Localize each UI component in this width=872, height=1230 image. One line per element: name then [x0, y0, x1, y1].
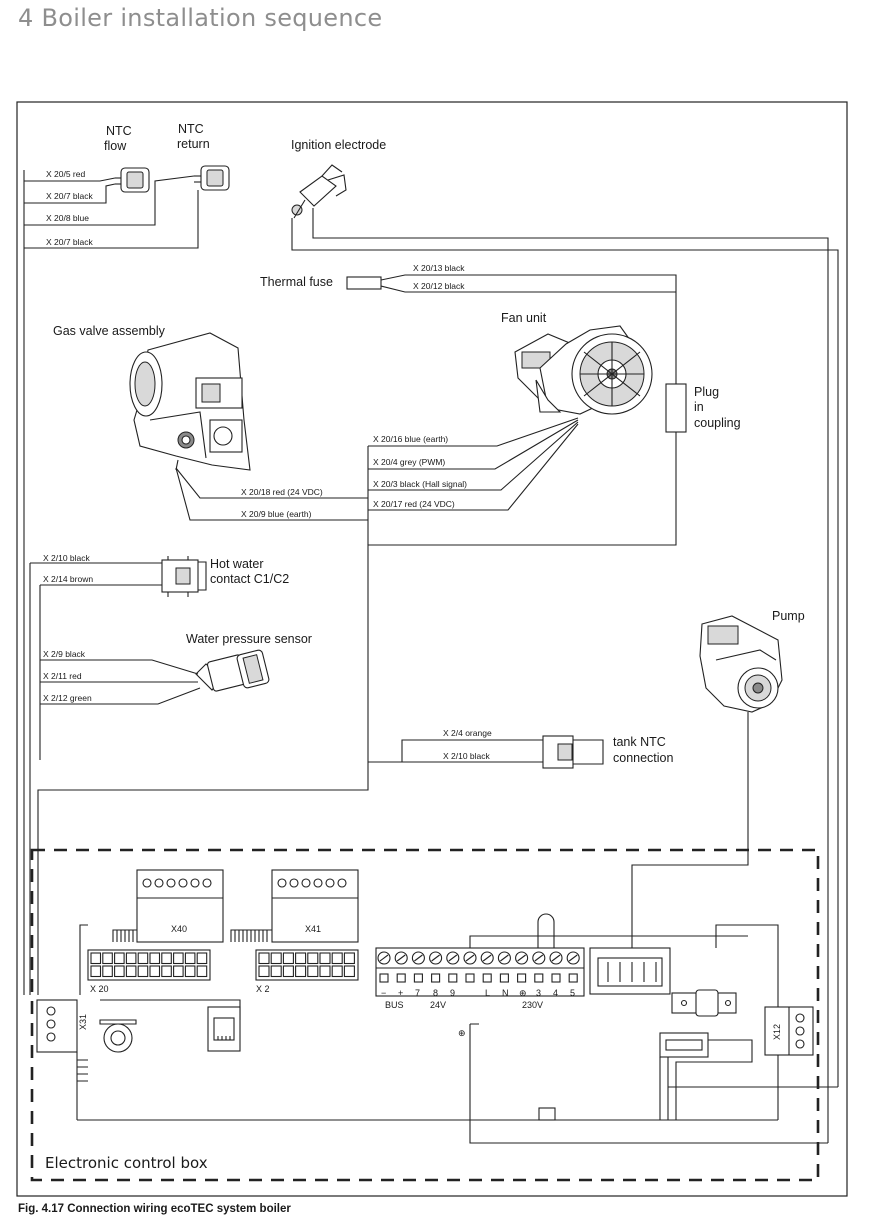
hot-water-contact-label: Hot water contact C1/C2 [210, 557, 289, 586]
svg-text:X31: X31 [78, 1014, 88, 1030]
svg-text:contact C1/C2: contact C1/C2 [210, 572, 289, 586]
wire-label: X 20/7 black [46, 237, 94, 247]
x2-connector: X 2 [255, 949, 359, 994]
wire-label: X 20/3 black (Hall signal) [373, 479, 467, 489]
svg-text:NTC: NTC [178, 122, 204, 136]
x20-connector: X 20 [87, 949, 211, 994]
wire-label: X 20/17 red (24 VDC) [373, 499, 455, 509]
figure-caption: Fig. 4.17 Connection wiring ecoTEC syste… [18, 1203, 291, 1215]
transformer-icon [659, 1032, 753, 1120]
gas-valve-icon [129, 332, 251, 471]
pump-connector [589, 947, 671, 995]
x40-connector: X40 [136, 869, 224, 943]
svg-text:⊕: ⊕ [519, 988, 527, 998]
hot-water-contact-icon [161, 556, 207, 597]
diagram-frame [16, 101, 848, 1197]
svg-text:BUS: BUS [385, 1000, 404, 1010]
x12-connector: X12 [764, 1006, 814, 1056]
svg-text:X 2: X 2 [256, 984, 270, 994]
tank-ntc-label: tank NTC connection [613, 735, 674, 765]
wire-label: X 2/10 black [43, 553, 91, 563]
control-box-outline [30, 848, 820, 1182]
x31-connector: X31 [36, 999, 88, 1053]
fan-unit-label: Fan unit [501, 311, 547, 325]
wire-label: X 2/10 black [443, 751, 491, 761]
wire-label: X 20/4 grey (PWM) [373, 457, 445, 467]
svg-text:X12: X12 [772, 1024, 782, 1040]
svg-text:return: return [177, 137, 210, 151]
svg-text:tank NTC: tank NTC [613, 735, 666, 749]
svg-text:9: 9 [450, 988, 455, 998]
svg-text:in: in [694, 400, 704, 414]
wire-label: X 2/11 red [43, 671, 82, 681]
wiring-diagram: NTC flow NTC return X 20/5 red X 20/7 bl… [16, 101, 848, 1197]
control-box-label: Electronic control box [45, 1154, 208, 1172]
wire-label: X 2/4 orange [443, 728, 492, 738]
wire-label: X 20/5 red [46, 169, 85, 179]
terminal-labels: − +7 8 9 L N ⊕ 3 4 5 [381, 988, 575, 998]
ntc-return-label: NTC return [177, 122, 210, 151]
svg-text:7: 7 [415, 988, 420, 998]
svg-text:5: 5 [570, 988, 575, 998]
wire-label: X 20/7 black [46, 191, 94, 201]
svg-text:24V: 24V [430, 1000, 446, 1010]
thermal-fuse-label: Thermal fuse [260, 275, 333, 289]
wire-label: X 2/9 black [43, 649, 86, 659]
plug-coupling-label: Plug in coupling [694, 385, 741, 430]
svg-text:coupling: coupling [694, 416, 741, 430]
svg-text:X 20: X 20 [90, 984, 109, 994]
svg-text:230V: 230V [522, 1000, 543, 1010]
wire-label: X 20/18 red (24 VDC) [241, 487, 323, 497]
svg-text:flow: flow [104, 139, 127, 153]
x41-connector: X41 [271, 869, 359, 943]
wire-label: X 2/14 brown [43, 574, 93, 584]
rj-socket-icon [207, 1006, 241, 1052]
water-pressure-sensor-icon [195, 649, 270, 692]
potentiometer-icon [99, 1019, 137, 1053]
ntc-return-sensor-icon [194, 165, 230, 191]
earth-symbol: ⊕ [458, 1028, 466, 1038]
svg-text:3: 3 [536, 988, 541, 998]
board-pin-teeth [112, 929, 272, 942]
svg-text:4: 4 [553, 988, 558, 998]
terminal-group-labels: BUS 24V 230V [385, 1000, 543, 1010]
wire-label: X 20/16 blue (earth) [373, 434, 448, 444]
svg-text:Plug: Plug [694, 385, 719, 399]
relay-component [671, 989, 737, 1017]
svg-text:8: 8 [433, 988, 438, 998]
pump-icon [699, 615, 783, 716]
wire-label: X 20/13 black [413, 263, 465, 273]
svg-text:connection: connection [613, 751, 674, 765]
svg-text:−: − [381, 988, 386, 998]
water-pressure-sensor-label: Water pressure sensor [186, 632, 312, 646]
ignition-electrode-icon [291, 164, 347, 219]
wire-label: X 20/9 blue (earth) [241, 509, 312, 519]
ignition-electrode-label: Ignition electrode [291, 138, 386, 152]
fan-unit-icon [514, 325, 653, 415]
pump-label: Pump [772, 609, 805, 623]
gas-valve-label: Gas valve assembly [53, 324, 166, 338]
svg-text:NTC: NTC [106, 124, 132, 138]
tank-ntc-connector-icon [542, 735, 604, 769]
ntc-flow-sensor-icon [115, 167, 150, 193]
wire-label: X 20/12 black [413, 281, 465, 291]
terminal-strip [375, 947, 585, 997]
ntc-flow-label: NTC flow [104, 124, 132, 153]
svg-text:N: N [502, 988, 509, 998]
wire-label: X 2/12 green [43, 693, 92, 703]
svg-text:+: + [398, 988, 403, 998]
svg-text:X41: X41 [305, 924, 321, 934]
plug-coupling-icon [665, 383, 687, 433]
svg-text:Hot water: Hot water [210, 557, 264, 571]
page-title: 4 Boiler installation sequence [18, 4, 383, 32]
svg-text:L: L [485, 988, 490, 998]
thermal-fuse-icon [346, 276, 382, 290]
svg-text:X40: X40 [171, 924, 187, 934]
board-chip [538, 1107, 556, 1121]
wire-label: X 20/8 blue [46, 213, 89, 223]
